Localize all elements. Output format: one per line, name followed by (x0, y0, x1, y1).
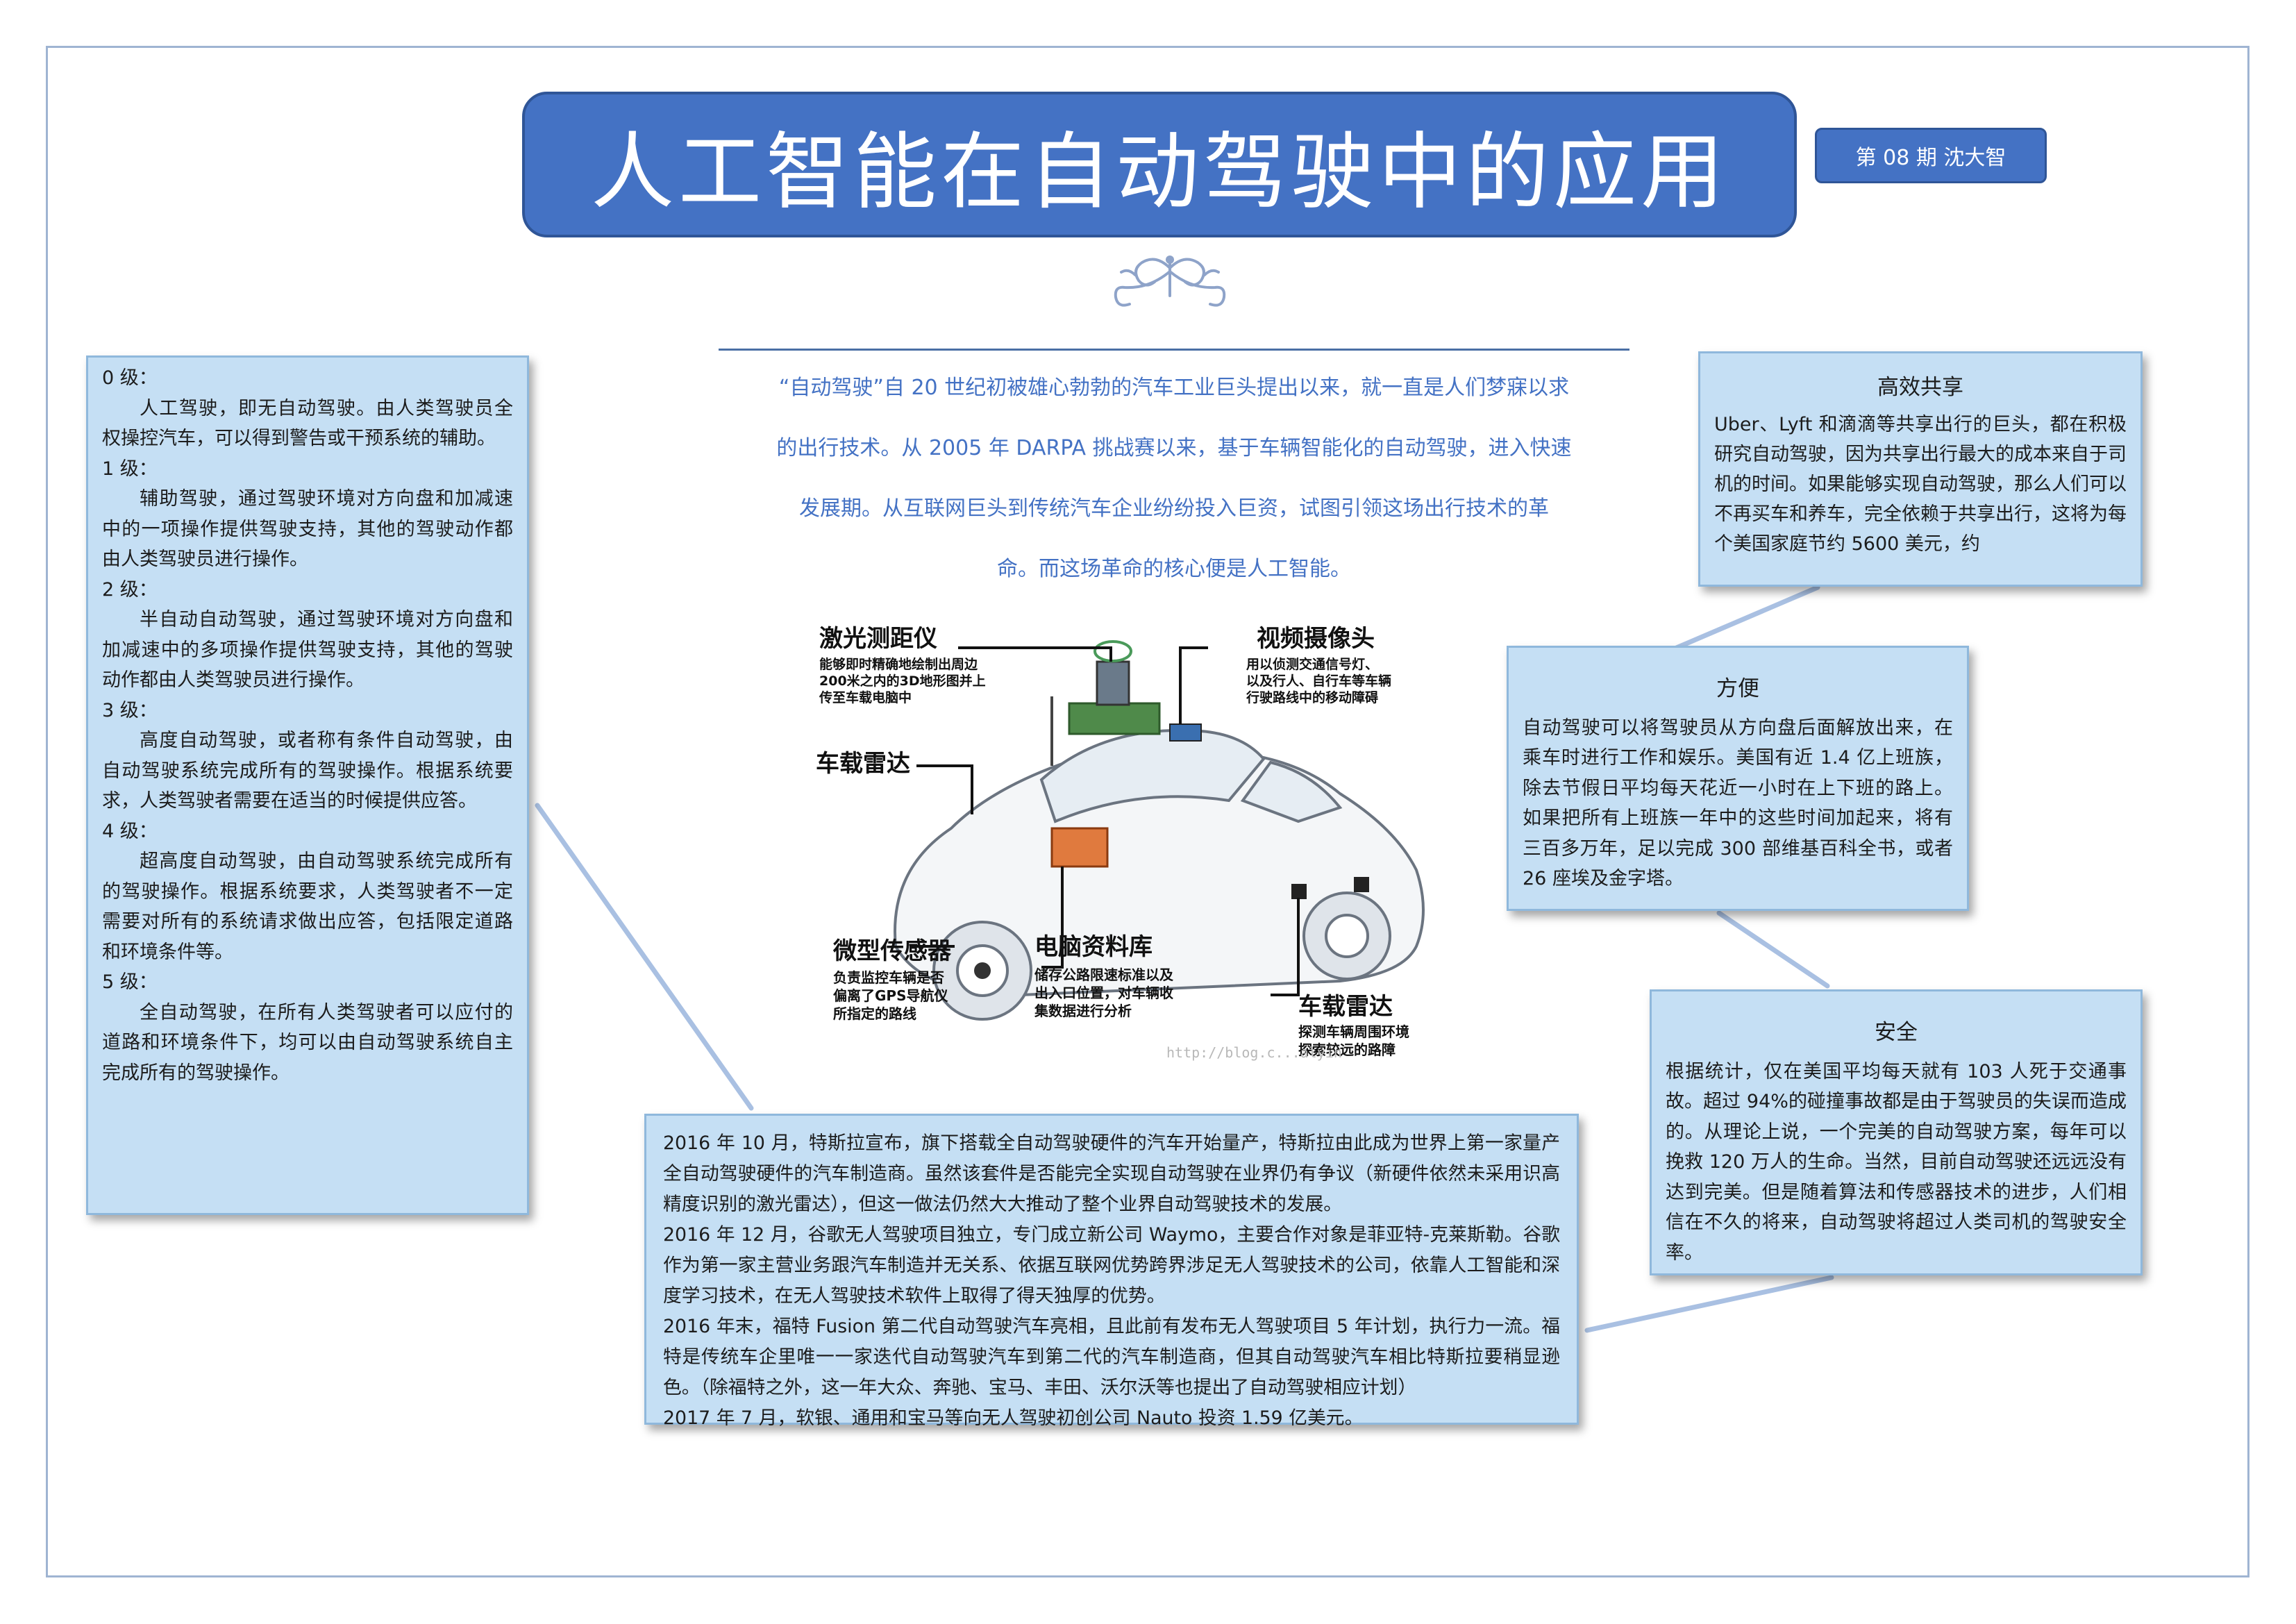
lidar-unit-icon (1068, 702, 1161, 735)
database-desc: 储存公路限速标准以及 (1034, 966, 1174, 983)
safety-text: 根据统计，仅在美国平均每天就有 103 人死于交通事故。超过 94%的碰撞事故都… (1666, 1060, 2127, 1264)
database-desc: 出入口位置，对车辆收 (1034, 985, 1173, 1001)
intro-divider (719, 349, 1629, 351)
issue-label: 第 08 期 沈大智 (1855, 146, 2006, 170)
camera-desc: 以及行人、自行车等车辆 (1246, 673, 1391, 689)
issue-badge: 第 08 期 沈大智 (1815, 128, 2047, 183)
database-desc: 集数据进行分析 (1034, 1003, 1132, 1019)
radar-right-desc: 探索较远的路障 (1298, 1041, 1396, 1058)
page-title: 人工智能在自动驾驶中的应用 (591, 124, 1728, 221)
radar-left-title: 车载雷达 (816, 750, 910, 778)
floral-ornament-icon (1114, 256, 1226, 307)
safety-panel: 安全 根据统计，仅在美国平均每天就有 103 人死于交通事故。超过 94%的碰撞… (1650, 989, 2143, 1275)
lidar-desc: 传至车载电脑中 (819, 689, 912, 705)
history-item: 2017 年 7 月，软银、通用和宝马等向无人驾驶初创公司 Nauto 投资 1… (663, 1407, 1364, 1429)
history-item: 2016 年 12 月，谷歌无人驾驶项目独立，专门成立新公司 Waymo，主要合… (663, 1224, 1560, 1307)
level-heading: 2 级： (102, 578, 158, 601)
level-heading: 0 级： (102, 367, 158, 389)
level-text: 辅助驾驶，通过驾驶环境对方向盘和加减速中的一项操作提供驾驶支持，其他的驾驶动作都… (102, 488, 513, 570)
sensor-desc: 偏离了GPS导航仪 (833, 987, 948, 1004)
level-heading: 5 级： (102, 971, 158, 993)
page-frame (46, 46, 2249, 1577)
safety-title: 安全 (1875, 1020, 1918, 1045)
convenience-title: 方便 (1716, 676, 1759, 701)
intro-line: 命。而这场革命的核心便是人工智能。 (997, 557, 1351, 581)
intro-line: “自动驾驶”自 20 世纪初被雄心勃勃的汽车工业巨头提出以来，就一直是人们梦寐以… (778, 376, 1570, 400)
database-box-icon (1050, 827, 1109, 868)
level-text: 半自动自动驾驶，通过驾驶环境对方向盘和加减速中的多项操作提供驾驶支持，其他的驾驶… (102, 609, 513, 691)
level-heading: 4 级： (102, 820, 158, 842)
level-text: 超高度自动驾驶，由自动驾驶系统完成所有的驾驶操作。根据系统要求，人类驾驶者不一定… (102, 851, 513, 963)
history-item: 2016 年 10 月，特斯拉宣布，旗下搭载全自动驾驶硬件的汽车开始量产，特斯拉… (663, 1132, 1560, 1215)
camera-title: 视频摄像头 (1257, 625, 1375, 653)
sensor-desc: 负责监控车辆是否 (833, 969, 944, 986)
intro-line: 发展期。从互联网巨头到传统汽车企业纷纷投入巨资，试图引领这场出行技术的革 (799, 496, 1549, 521)
sharing-title: 高效共享 (1877, 375, 1963, 400)
history-item: 2016 年末，福特 Fusion 第二代自动驾驶汽车亮相，且此前有发布无人驾驶… (663, 1316, 1560, 1398)
level-text: 高度自动驾驶，或者称有条件自动驾驶，由自动驾驶系统完成所有的驾驶操作。根据系统要… (102, 730, 513, 812)
sharing-panel: 高效共享 Uber、Lyft 和滴滴等共享出行的巨头，都在积极研究自动驾驶，因为… (1698, 351, 2143, 587)
database-title: 电脑资料库 (1034, 933, 1153, 961)
camera-icon (1169, 723, 1202, 742)
radar-right-desc: 探测车辆周围环境 (1298, 1023, 1409, 1040)
intro-line: 的出行技术。从 2005 年 DARPA 挑战赛以来，基于车辆智能化的自动驾驶，… (776, 436, 1572, 460)
car-body-icon (894, 728, 1425, 1021)
intro-paragraph: “自动驾驶”自 20 世纪初被雄心勃勃的汽车工业巨头提出以来，就一直是人们梦寐以… (729, 358, 1619, 599)
radar-sensor-icon (1291, 884, 1307, 899)
camera-desc: 用以侦测交通信号灯、 (1246, 656, 1378, 672)
camera-desc: 行驶路线中的移动障碍 (1246, 689, 1378, 705)
title-banner: 人工智能在自动驾驶中的应用 (522, 92, 1797, 237)
level-text: 全自动驾驶，在所有人类驾驶者可以应付的道路和环境条件下，均可以由自动驾驶系统自主… (102, 1001, 513, 1084)
lidar-desc: 能够即时精确地绘制出周边 (819, 656, 978, 672)
image-watermark: http://blog.c...alyin (1166, 1044, 1342, 1061)
convenience-panel: 方便 自动驾驶可以将驾驶员从方向盘后面解放出来，在乘车时进行工作和娱乐。美国有近… (1507, 646, 1969, 911)
level-text: 人工驾驶，即无自动驾驶。由人类驾驶员全权操控汽车，可以得到警告或干预系统的辅助。 (102, 397, 513, 450)
lidar-title: 激光测距仪 (819, 625, 937, 653)
history-panel: 2016 年 10 月，特斯拉宣布，旗下搭载全自动驾驶硬件的汽车开始量产，特斯拉… (644, 1114, 1579, 1429)
lidar-desc: 200米之内的3D地形图并上 (819, 673, 986, 689)
autonomous-car-illustration: 激光测距仪 能够即时精确地绘制出周边 200米之内的3D地形图并上 传至车载电脑… (812, 620, 1489, 1068)
convenience-text: 自动驾驶可以将驾驶员从方向盘后面解放出来，在乘车时进行工作和娱乐。美国有近 1.… (1523, 717, 1953, 890)
level-heading: 1 级： (102, 458, 158, 480)
radar-right-title: 车载雷达 (1298, 993, 1393, 1021)
sensor-desc: 所指定的路线 (833, 1005, 916, 1022)
levels-panel: 0 级： 人工驾驶，即无自动驾驶。由人类驾驶员全权操控汽车，可以得到警告或干预系… (86, 355, 529, 1215)
level-heading: 3 级： (102, 699, 158, 721)
sharing-text: Uber、Lyft 和滴滴等共享出行的巨头，都在积极研究自动驾驶，因为共享出行最… (1714, 414, 2127, 555)
sensor-title: 微型传感器 (832, 937, 952, 965)
